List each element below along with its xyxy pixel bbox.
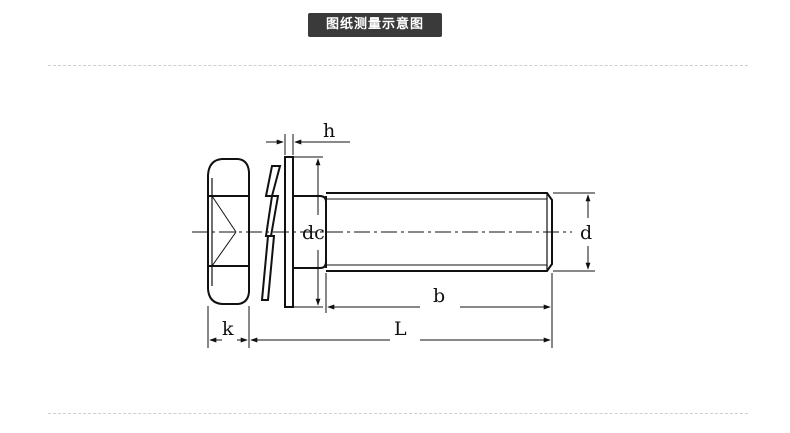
- label-L: L: [394, 318, 407, 340]
- bottom-divider: [48, 413, 748, 414]
- label-dc: dc: [302, 222, 325, 244]
- dimension-k: [207, 306, 248, 348]
- dimension-dc: [293, 156, 323, 308]
- top-divider: [48, 65, 748, 66]
- dimension-h: [266, 134, 350, 155]
- dimension-d: [553, 192, 595, 272]
- label-k: k: [222, 318, 234, 340]
- diagram-title-badge: 图纸测量示意图: [308, 13, 442, 37]
- hex-head: [207, 158, 250, 305]
- dimension-L: [248, 306, 551, 348]
- label-d: d: [580, 222, 592, 244]
- label-h: h: [323, 120, 335, 142]
- dimension-b: [325, 273, 553, 348]
- label-b: b: [433, 285, 445, 307]
- flat-washer: [284, 156, 294, 308]
- threaded-section: [325, 192, 553, 272]
- spring-lock-washer: [260, 165, 282, 301]
